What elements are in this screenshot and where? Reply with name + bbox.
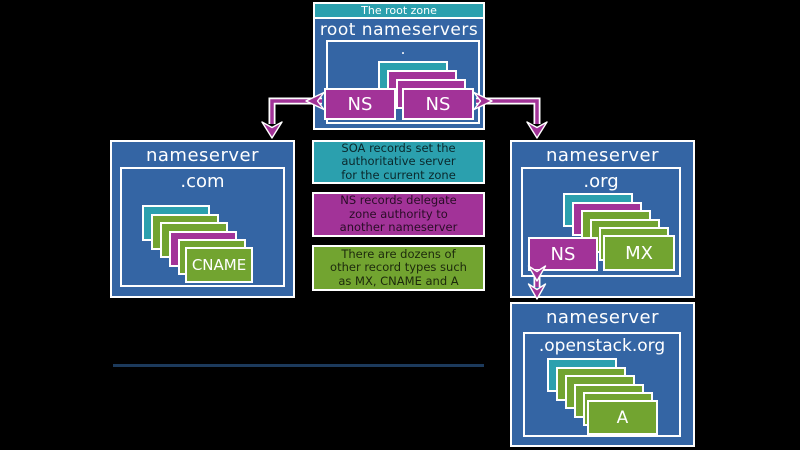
ns-record-label: NS [550, 243, 576, 265]
root-dot-label: . [400, 40, 406, 58]
legend-text-line: other record types such [330, 260, 467, 275]
cname-record-label: CNAME [191, 256, 247, 274]
arrowhead-down-icon [526, 121, 548, 139]
legend-soa-records: SOA records set the authoritative server… [312, 140, 485, 184]
root-ns-record-left: NS [324, 88, 396, 120]
org-ns-record-card: NS [528, 237, 598, 271]
legend-text-line: as MX, CNAME and A [338, 273, 459, 288]
legend-text-line: zone authority to [349, 206, 448, 221]
openstack-box-title: nameserver [545, 307, 660, 328]
a-record-card: A [587, 400, 658, 435]
root-ns-record-right: NS [402, 88, 474, 120]
com-box-title: nameserver [145, 145, 260, 166]
root-nameservers-box: The root zone root nameservers . NS NS [313, 2, 485, 130]
legend-text-line: NS records delegate [340, 193, 457, 208]
a-record-label: A [616, 407, 629, 428]
org-box-title: nameserver [545, 145, 660, 166]
openstack-zone-label: .openstack.org [538, 336, 666, 356]
root-zone-label: The root zone [315, 4, 483, 17]
legend-text-line: another nameserver [339, 220, 458, 235]
divider-line [113, 364, 484, 367]
com-nameserver-box: nameserver .com CNAME [110, 140, 295, 298]
legend-ns-records: NS records delegate zone authority to an… [312, 192, 485, 237]
root-zone-header: The root zone [315, 4, 483, 19]
org-zone-label: .org [583, 171, 619, 192]
mx-record-card: MX [603, 235, 675, 271]
com-zone-label: .com [180, 171, 225, 192]
ns-record-label: NS [347, 93, 373, 115]
legend-text-line: SOA records set the [341, 140, 456, 155]
root-box-title: root nameservers [319, 20, 479, 40]
com-zone-inner-box: .com CNAME [120, 167, 285, 287]
legend-other-records: There are dozens of other record types s… [312, 245, 485, 291]
arrowhead-down-icon [261, 121, 283, 139]
org-zone-inner-box: .org NS MX [521, 167, 681, 277]
mx-record-label: MX [625, 242, 653, 264]
legend-text-line: authoritative server [341, 154, 456, 169]
ns-record-label: NS [425, 93, 451, 115]
openstack-zone-inner-box: .openstack.org A [523, 332, 681, 437]
org-nameserver-box: nameserver .org NS MX [510, 140, 695, 298]
openstack-nameserver-box: nameserver .openstack.org A [510, 302, 695, 447]
legend-text-line: There are dozens of [341, 246, 456, 261]
legend-text-line: for the current zone [341, 167, 456, 182]
cname-record-card: CNAME [185, 247, 253, 283]
